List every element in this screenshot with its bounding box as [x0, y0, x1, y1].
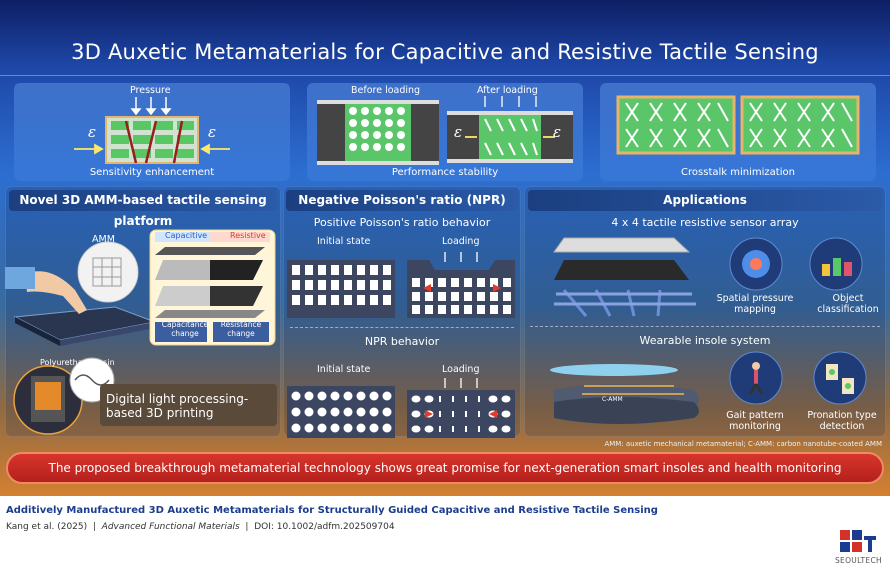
- capacitive-label: Capacitive: [165, 231, 208, 240]
- applications-heading: Applications: [528, 190, 882, 211]
- object-classification-label: Object classification: [817, 293, 879, 315]
- spatial-mapping-label: Spatial pressure mapping: [716, 293, 794, 315]
- strain-symbol: ε: [454, 123, 463, 141]
- journal-name: Advanced Functional Materials: [101, 522, 240, 532]
- summary-banner: The proposed breakthrough metamaterial t…: [6, 452, 884, 484]
- separator: |: [90, 522, 99, 532]
- positive-ratio-label: Positive Poisson's ratio behavior: [313, 216, 491, 229]
- pressure-label: Pressure: [130, 85, 171, 96]
- sensitivity-caption: Sensitivity enhancement: [89, 167, 215, 178]
- stability-illustration: [317, 96, 573, 165]
- loading-label: Loading: [442, 236, 480, 247]
- authors: Kang et al. (2025): [6, 522, 88, 532]
- resistive-label: Resistive: [230, 231, 266, 240]
- divider: [290, 327, 514, 328]
- crosstalk-illustration: [616, 95, 860, 155]
- before-loading-label: Before loading: [351, 85, 421, 96]
- dlp-label: Digital light processing-based 3D printi…: [106, 392, 249, 420]
- capacitance-change-label: Capacitance change: [161, 320, 209, 338]
- resin-label: Polyurethane resin: [40, 358, 115, 367]
- amm-label: AMM: [92, 234, 115, 245]
- infographic: 3D Auxetic Metamaterials for Capacitive …: [0, 0, 890, 496]
- positive-ratio-diagram: [287, 252, 515, 318]
- npr-heading: Negative Poisson's ratio (NPR): [286, 190, 518, 211]
- divider: [0, 75, 890, 76]
- sensitivity-illustration: [74, 97, 230, 164]
- loading-label: Loading: [442, 364, 480, 375]
- separator: |: [242, 522, 252, 532]
- crosstalk-caption: Crosstalk minimization: [681, 167, 795, 178]
- stability-caption: Performance stability: [391, 167, 499, 178]
- stability-panel: Before loading After loading: [307, 83, 583, 181]
- initial-state-label: Initial state: [317, 364, 371, 375]
- divider: [530, 326, 880, 327]
- gait-monitoring-label: Gait pattern monitoring: [726, 410, 784, 432]
- page-title: 3D Auxetic Metamaterials for Capacitive …: [71, 40, 819, 64]
- sensitivity-panel: Pressure ε ε Sensitivity enhanceme: [14, 83, 290, 181]
- insole-illustration: [550, 351, 867, 424]
- npr-diagram: [287, 378, 515, 438]
- article-title: Additively Manufactured 3D Auxetic Metam…: [6, 505, 658, 516]
- after-loading-label: After loading: [477, 85, 538, 96]
- seoultech-logo-text: SEOULTECH: [835, 556, 882, 565]
- sensor-array-label: 4 x 4 tactile resistive sensor array: [611, 216, 799, 229]
- doi: DOI: 10.1002/adfm.202509704: [254, 522, 395, 532]
- platform-heading: Novel 3D AMM-based tactile sensing platf…: [9, 190, 277, 228]
- abbreviation-note: AMM: auxetic mechanical metamaterial; C-…: [604, 440, 882, 448]
- strain-symbol: ε: [553, 123, 562, 141]
- sensor-array-illustration: [553, 237, 863, 317]
- platform-illustration: [5, 229, 277, 435]
- camm-label: C-AMM: [602, 396, 623, 403]
- resistance-change-label: Resistance change: [220, 320, 262, 338]
- crosstalk-panel: Crosstalk minimization: [600, 83, 876, 181]
- initial-state-label: Initial state: [317, 236, 371, 247]
- npr-behavior-label: NPR behavior: [364, 335, 440, 348]
- strain-symbol: ε: [208, 123, 217, 141]
- citation: Kang et al. (2025) | Advanced Functional…: [6, 522, 395, 532]
- strain-symbol: ε: [88, 123, 97, 141]
- insole-label: Wearable insole system: [639, 334, 771, 347]
- seoultech-logo-icon: [840, 530, 876, 552]
- pronation-detection-label: Pronation type detection: [807, 410, 877, 432]
